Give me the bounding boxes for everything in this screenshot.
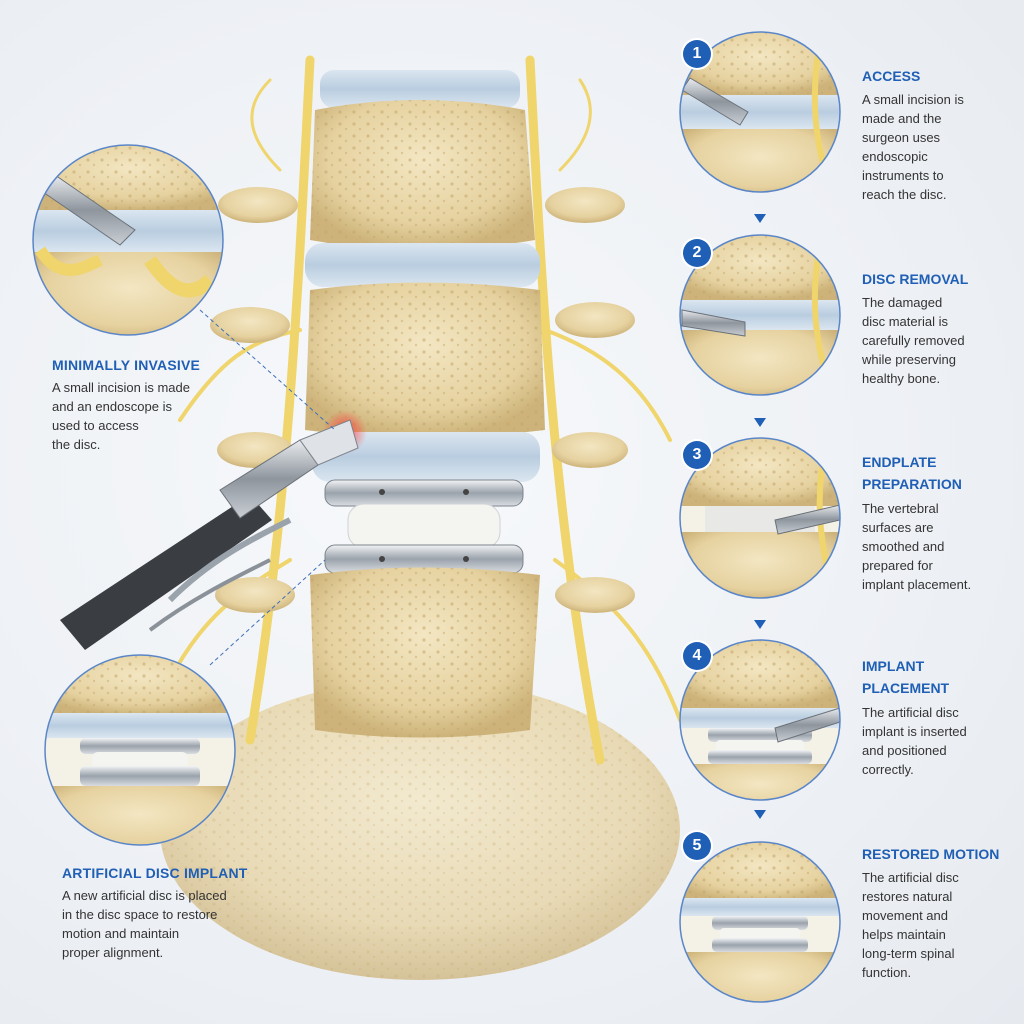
text-line: The artificial disc <box>862 870 959 885</box>
text-line: surfaces are <box>862 520 934 535</box>
text-line: helps maintain <box>862 927 946 942</box>
text-line: smoothed and <box>862 539 945 554</box>
text-line: disc material is <box>862 314 948 329</box>
disc-healthy <box>305 243 540 287</box>
title-line: ENDPLATE <box>862 454 937 470</box>
text-line: proper alignment. <box>62 945 164 960</box>
step-badge-5: 5 <box>683 832 711 860</box>
detail-circle-implant <box>44 654 236 846</box>
text-line: the disc. <box>52 437 101 452</box>
text-line: carefully removed <box>862 333 965 348</box>
text-line: surgeon uses <box>862 130 941 145</box>
text-line: A small incision is <box>862 92 964 107</box>
text-line: while preserving <box>862 352 956 367</box>
callout-text-minimally-invasive: A small incision is made and an endoscop… <box>52 378 190 454</box>
nerves <box>168 55 682 765</box>
step-title-3: ENDPLATE PREPARATION <box>862 451 1012 495</box>
step-arrow-icon <box>754 418 766 427</box>
text-line: prepared for <box>862 558 933 573</box>
step-badge-2: 2 <box>683 239 711 267</box>
text-line: motion and maintain <box>62 926 180 941</box>
text-line: instruments to <box>862 168 944 183</box>
text-line: The vertebral <box>862 501 939 516</box>
title-line: PREPARATION <box>862 476 962 492</box>
title-line: IMPLANT <box>862 658 925 674</box>
step-title-5: RESTORED MOTION <box>862 843 1012 865</box>
step-text-1: A small incision is made and the surgeon… <box>862 90 1012 204</box>
text-line: and an endoscope is <box>52 399 172 414</box>
text-line: long-term spinal <box>862 946 955 961</box>
callout-text-artificial-disc: A new artificial disc is placed in the d… <box>62 886 227 962</box>
step-title-1: ACCESS <box>862 65 1012 87</box>
callout-title-artificial-disc: ARTIFICIAL DISC IMPLANT <box>62 865 248 881</box>
step-title-2: DISC REMOVAL <box>862 268 1012 290</box>
step-text-5: The artificial disc restores natural mov… <box>862 868 1012 982</box>
disc-treated <box>312 432 540 482</box>
text-line: implant is inserted <box>862 724 967 739</box>
step-arrow-icon <box>754 214 766 223</box>
step-text-3: The vertebral surfaces are smoothed and … <box>862 499 1012 594</box>
text-line: movement and <box>862 908 948 923</box>
vertebra-1 <box>310 100 535 250</box>
callout-title-minimally-invasive: MINIMALLY INVASIVE <box>52 357 201 373</box>
text-line: restores natural <box>862 889 953 904</box>
disc-top <box>320 70 520 108</box>
text-line: implant placement. <box>862 577 972 592</box>
vertebra-2 <box>305 282 545 438</box>
text-line: The artificial disc <box>862 705 959 720</box>
text-line: endoscopic <box>862 149 928 164</box>
text-line: correctly. <box>862 762 914 777</box>
text-line: A new artificial disc is placed <box>62 888 227 903</box>
sacrum <box>160 680 680 980</box>
text-line: function. <box>862 965 912 980</box>
title-line: DISC REMOVAL <box>862 271 969 287</box>
vertebra-3 <box>310 567 540 738</box>
step-text-4: The artificial disc implant is inserted … <box>862 703 1012 779</box>
endoscope-tool <box>60 419 359 650</box>
title-line: PLACEMENT <box>862 680 950 696</box>
text-line: A small incision is made <box>52 380 190 395</box>
step-arrow-icon <box>754 620 766 629</box>
connector-lines <box>199 309 336 666</box>
artificial-disc-implant <box>324 479 524 574</box>
step-text-2: The damaged disc material is carefully r… <box>862 293 1012 388</box>
text-line: healthy bone. <box>862 371 941 386</box>
title-line: RESTORED MOTION <box>862 846 1000 862</box>
title-line: ACCESS <box>862 68 921 84</box>
text-line: in the disc space to restore <box>62 907 218 922</box>
transverse-processes <box>210 187 635 613</box>
detail-circle-access <box>32 144 224 336</box>
step-badge-4: 4 <box>683 642 711 670</box>
step-badge-3: 3 <box>683 441 711 469</box>
step-title-4: IMPLANT PLACEMENT <box>862 655 1012 699</box>
step-arrow-icon <box>754 810 766 819</box>
text-line: made and the <box>862 111 942 126</box>
text-line: and positioned <box>862 743 947 758</box>
step-badge-1: 1 <box>683 40 711 68</box>
text-line: used to access <box>52 418 139 433</box>
step-circle-5 <box>679 841 841 1003</box>
text-line: The damaged <box>862 295 943 310</box>
text-line: reach the disc. <box>862 187 947 202</box>
